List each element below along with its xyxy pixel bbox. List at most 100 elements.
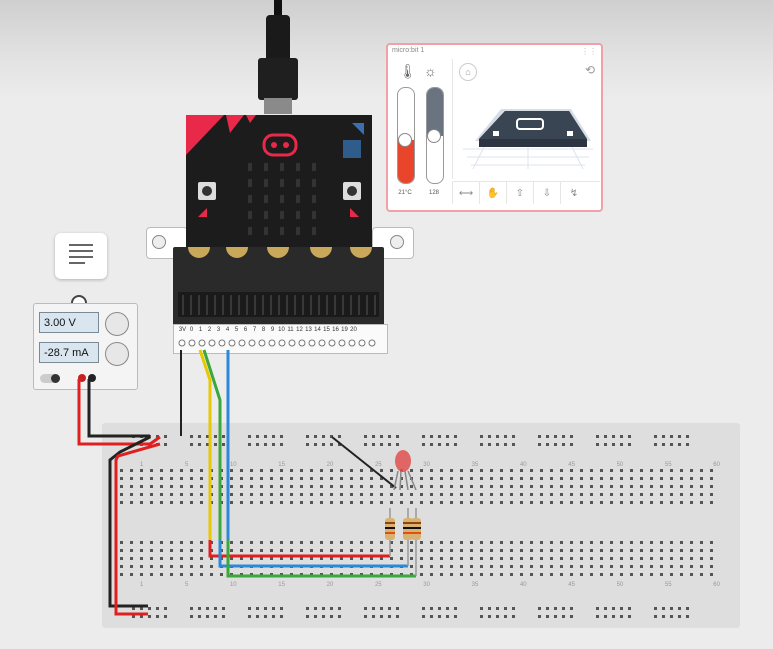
breadboard-hole[interactable] xyxy=(250,485,253,488)
breadboard-hole[interactable] xyxy=(330,557,333,560)
breadboard-hole[interactable] xyxy=(446,615,449,618)
breadboard-hole[interactable] xyxy=(320,549,323,552)
breadboard-hole[interactable] xyxy=(220,541,223,544)
breadboard-hole[interactable] xyxy=(260,565,263,568)
breadboard-hole[interactable] xyxy=(570,607,573,610)
breadboard-hole[interactable] xyxy=(260,493,263,496)
breadboard-hole[interactable] xyxy=(430,435,433,438)
breadboard-hole[interactable] xyxy=(496,615,499,618)
breadboard-hole[interactable] xyxy=(490,549,493,552)
breadboard-hole[interactable] xyxy=(220,477,223,480)
breadboard-hole[interactable] xyxy=(220,549,223,552)
breadboard-hole[interactable] xyxy=(370,501,373,504)
breadboard-hole[interactable] xyxy=(160,557,163,560)
breadboard-hole[interactable] xyxy=(450,469,453,472)
breadboard-hole[interactable] xyxy=(364,615,367,618)
rotate-icon[interactable]: ⟲ xyxy=(584,63,595,77)
breadboard-hole[interactable] xyxy=(222,607,225,610)
breadboard-hole[interactable] xyxy=(430,443,433,446)
breadboard-hole[interactable] xyxy=(170,493,173,496)
breadboard-hole[interactable] xyxy=(520,549,523,552)
breadboard-hole[interactable] xyxy=(160,477,163,480)
breadboard-hole[interactable] xyxy=(500,501,503,504)
breadboard-hole[interactable] xyxy=(170,485,173,488)
breadboard-hole[interactable] xyxy=(350,557,353,560)
breadboard-hole[interactable] xyxy=(450,501,453,504)
breadboard-hole[interactable] xyxy=(214,615,217,618)
breadboard-hole[interactable] xyxy=(430,541,433,544)
breadboard-hole[interactable] xyxy=(156,443,159,446)
breadboard-hole[interactable] xyxy=(700,493,703,496)
breadboard-hole[interactable] xyxy=(440,557,443,560)
breadboard-hole[interactable] xyxy=(650,501,653,504)
breadboard-hole[interactable] xyxy=(148,435,151,438)
breadboard-hole[interactable] xyxy=(280,435,283,438)
breadboard-hole[interactable] xyxy=(270,501,273,504)
breadboard-hole[interactable] xyxy=(590,541,593,544)
breadboard-hole[interactable] xyxy=(240,493,243,496)
breadboard-hole[interactable] xyxy=(654,435,657,438)
breadboard-hole[interactable] xyxy=(660,501,663,504)
breadboard-hole[interactable] xyxy=(148,607,151,610)
breadboard-hole[interactable] xyxy=(546,435,549,438)
breadboard-hole[interactable] xyxy=(214,435,217,438)
breadboard-hole[interactable] xyxy=(350,573,353,576)
breadboard-hole[interactable] xyxy=(496,607,499,610)
breadboard-hole[interactable] xyxy=(164,443,167,446)
breadboard-hole[interactable] xyxy=(280,477,283,480)
breadboard-hole[interactable] xyxy=(630,469,633,472)
breadboard-hole[interactable] xyxy=(330,493,333,496)
breadboard-hole[interactable] xyxy=(248,615,251,618)
drag-handle-icon[interactable]: ⋮⋮ xyxy=(581,47,597,56)
breadboard-hole[interactable] xyxy=(620,493,623,496)
breadboard-hole[interactable] xyxy=(470,469,473,472)
breadboard-hole[interactable] xyxy=(190,435,193,438)
breadboard-hole[interactable] xyxy=(206,435,209,438)
breadboard-hole[interactable] xyxy=(200,573,203,576)
breadboard-hole[interactable] xyxy=(306,443,309,446)
breadboard-hole[interactable] xyxy=(660,573,663,576)
breadboard-hole[interactable] xyxy=(240,541,243,544)
breadboard-hole[interactable] xyxy=(700,541,703,544)
breadboard-hole[interactable] xyxy=(620,477,623,480)
breadboard-hole[interactable] xyxy=(200,549,203,552)
breadboard-hole[interactable] xyxy=(170,549,173,552)
breadboard-hole[interactable] xyxy=(680,493,683,496)
breadboard-hole[interactable] xyxy=(710,541,713,544)
breadboard-hole[interactable] xyxy=(560,565,563,568)
breadboard-hole[interactable] xyxy=(210,493,213,496)
breadboard-hole[interactable] xyxy=(160,485,163,488)
breadboard-hole[interactable] xyxy=(214,607,217,610)
temperature-knob[interactable] xyxy=(398,133,412,148)
breadboard-hole[interactable] xyxy=(190,541,193,544)
breadboard-hole[interactable] xyxy=(330,549,333,552)
breadboard-hole[interactable] xyxy=(222,615,225,618)
breadboard-hole[interactable] xyxy=(310,557,313,560)
breadboard-hole[interactable] xyxy=(380,477,383,480)
breadboard-hole[interactable] xyxy=(320,493,323,496)
breadboard-hole[interactable] xyxy=(250,565,253,568)
breadboard-hole[interactable] xyxy=(520,493,523,496)
breadboard-hole[interactable] xyxy=(488,443,491,446)
breadboard-hole[interactable] xyxy=(180,469,183,472)
breadboard-hole[interactable] xyxy=(240,477,243,480)
breadboard-hole[interactable] xyxy=(610,573,613,576)
breadboard-hole[interactable] xyxy=(198,435,201,438)
breadboard-hole[interactable] xyxy=(280,443,283,446)
breadboard-hole[interactable] xyxy=(488,607,491,610)
breadboard-hole[interactable] xyxy=(670,443,673,446)
breadboard-hole[interactable] xyxy=(640,501,643,504)
breadboard-hole[interactable] xyxy=(210,549,213,552)
breadboard-hole[interactable] xyxy=(140,443,143,446)
breadboard-hole[interactable] xyxy=(550,549,553,552)
breadboard-hole[interactable] xyxy=(450,541,453,544)
breadboard-hole[interactable] xyxy=(170,541,173,544)
breadboard-hole[interactable] xyxy=(446,443,449,446)
breadboard-hole[interactable] xyxy=(140,435,143,438)
breadboard-hole[interactable] xyxy=(140,549,143,552)
breadboard-hole[interactable] xyxy=(180,493,183,496)
breadboard-hole[interactable] xyxy=(160,469,163,472)
breadboard-hole[interactable] xyxy=(200,469,203,472)
breadboard-hole[interactable] xyxy=(120,469,123,472)
breadboard-hole[interactable] xyxy=(570,477,573,480)
